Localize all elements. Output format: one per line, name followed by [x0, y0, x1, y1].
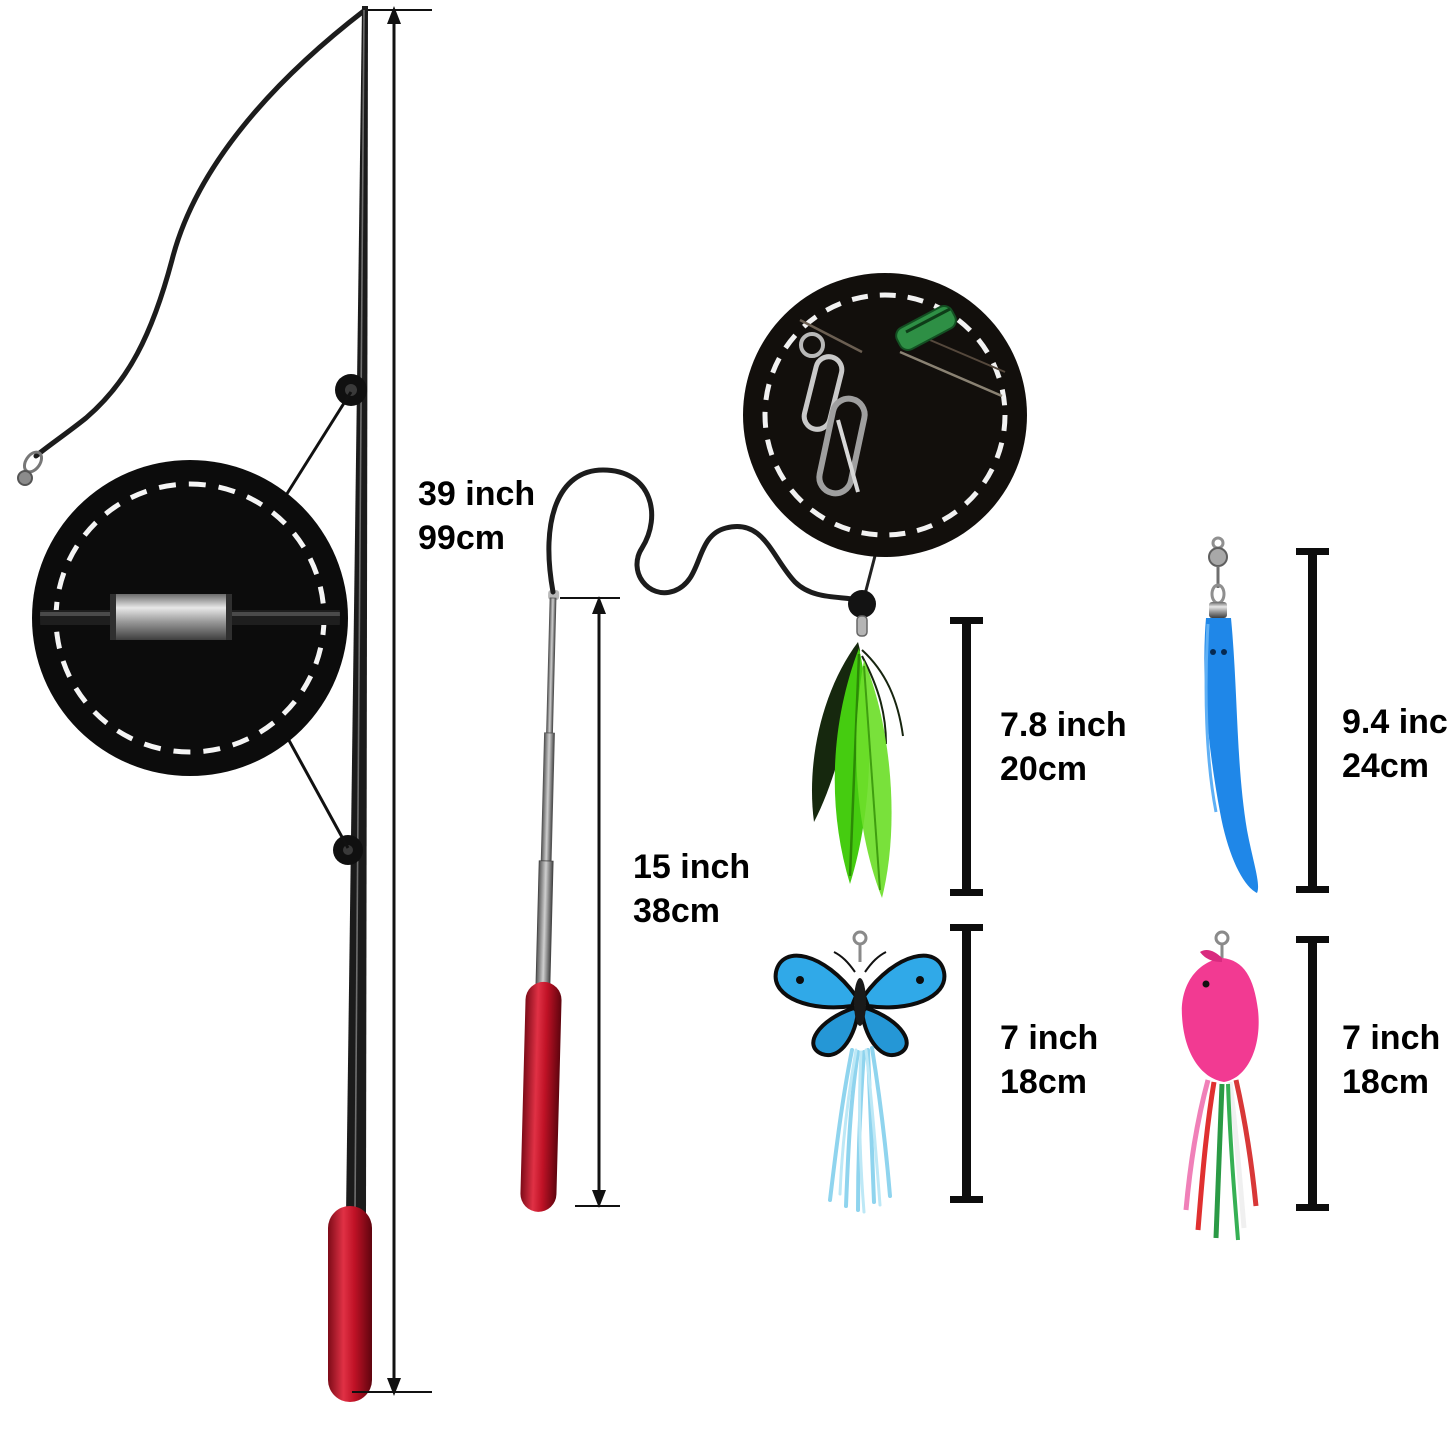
retracted-rod-handle: [520, 981, 562, 1212]
butterfly-cm: 18cm: [1000, 1063, 1087, 1101]
connector-zoom-inset: [32, 391, 353, 849]
inset-clasp-detail: [799, 305, 1006, 497]
measurement-bar-feather: [950, 617, 983, 896]
worm-bell-icon: [1208, 547, 1228, 567]
rod-retracted-cm: 38cm: [633, 892, 720, 930]
inset-connector-detail: [40, 594, 340, 640]
measurement-bar-worm: [1296, 548, 1329, 893]
fish-cm: 18cm: [1342, 1063, 1429, 1101]
callout-line-lower: [278, 723, 350, 849]
fish-attachment: [1181, 930, 1259, 1241]
rod-handle: [328, 1206, 372, 1402]
inset-stitch-border: [762, 292, 1008, 538]
callout-line-upper: [276, 391, 353, 509]
inset-circle: [743, 273, 1027, 557]
rod-retracted-measurement-label: 15 inch 38cm: [633, 845, 750, 933]
feather-attachment: [811, 615, 904, 898]
rod-extended-cm: 99cm: [418, 519, 505, 557]
butterfly-measurement-label: 7 inch 18cm: [1000, 1016, 1098, 1104]
string-clasp-icon: [17, 450, 44, 486]
rod-guide-upper: [335, 374, 367, 406]
feather-cm: 20cm: [1000, 750, 1087, 788]
fish-clasp-icon: [1214, 930, 1230, 946]
rod-retracted-inches: 15 inch: [633, 848, 751, 886]
rod-guide-lower: [333, 835, 363, 865]
rod-extended-measurement-label: 39 inch 99cm: [418, 472, 535, 560]
worm-measurement-label: 9.4 inch 24cm: [1342, 700, 1448, 788]
worm-ring-icon: [1211, 536, 1225, 550]
worm-cm: 24cm: [1342, 747, 1429, 785]
butterfly-tassels: [828, 1046, 892, 1214]
rod-shaft-highlight: [354, 9, 365, 1211]
inset-to-dot-line: [862, 551, 878, 599]
teaser-string: [546, 467, 861, 603]
fish-ribbons: [1183, 1079, 1259, 1241]
worm-attachment: [1204, 536, 1259, 893]
feather-clasp-icon: [856, 615, 868, 637]
butterfly-inches: 7 inch: [1000, 1019, 1099, 1057]
measurement-arrow-rod-retracted: [560, 596, 620, 1208]
rod-string: [33, 7, 368, 459]
butterfly-attachment: [773, 930, 947, 1214]
measurement-bar-fish: [1296, 936, 1329, 1211]
string-connector-dot: [848, 590, 876, 618]
measurement-bar-butterfly: [950, 924, 983, 1203]
worm-inches: 9.4 inch: [1342, 703, 1448, 741]
rod-extended-inches: 39 inch: [418, 475, 536, 513]
measurement-arrow-rod-extended: [352, 6, 432, 1396]
extended-rod: [17, 6, 372, 1402]
fish-measurement-label: 7 inch 18cm: [1342, 1016, 1440, 1104]
feather-inches: 7.8 inch: [1000, 706, 1127, 744]
butterfly-clasp-icon: [852, 930, 868, 946]
fish-inches: 7 inch: [1342, 1019, 1441, 1057]
feather-measurement-label: 7.8 inch 20cm: [1000, 703, 1127, 791]
retracted-rod: [520, 589, 562, 1212]
clasp-zoom-inset: [743, 273, 1027, 557]
